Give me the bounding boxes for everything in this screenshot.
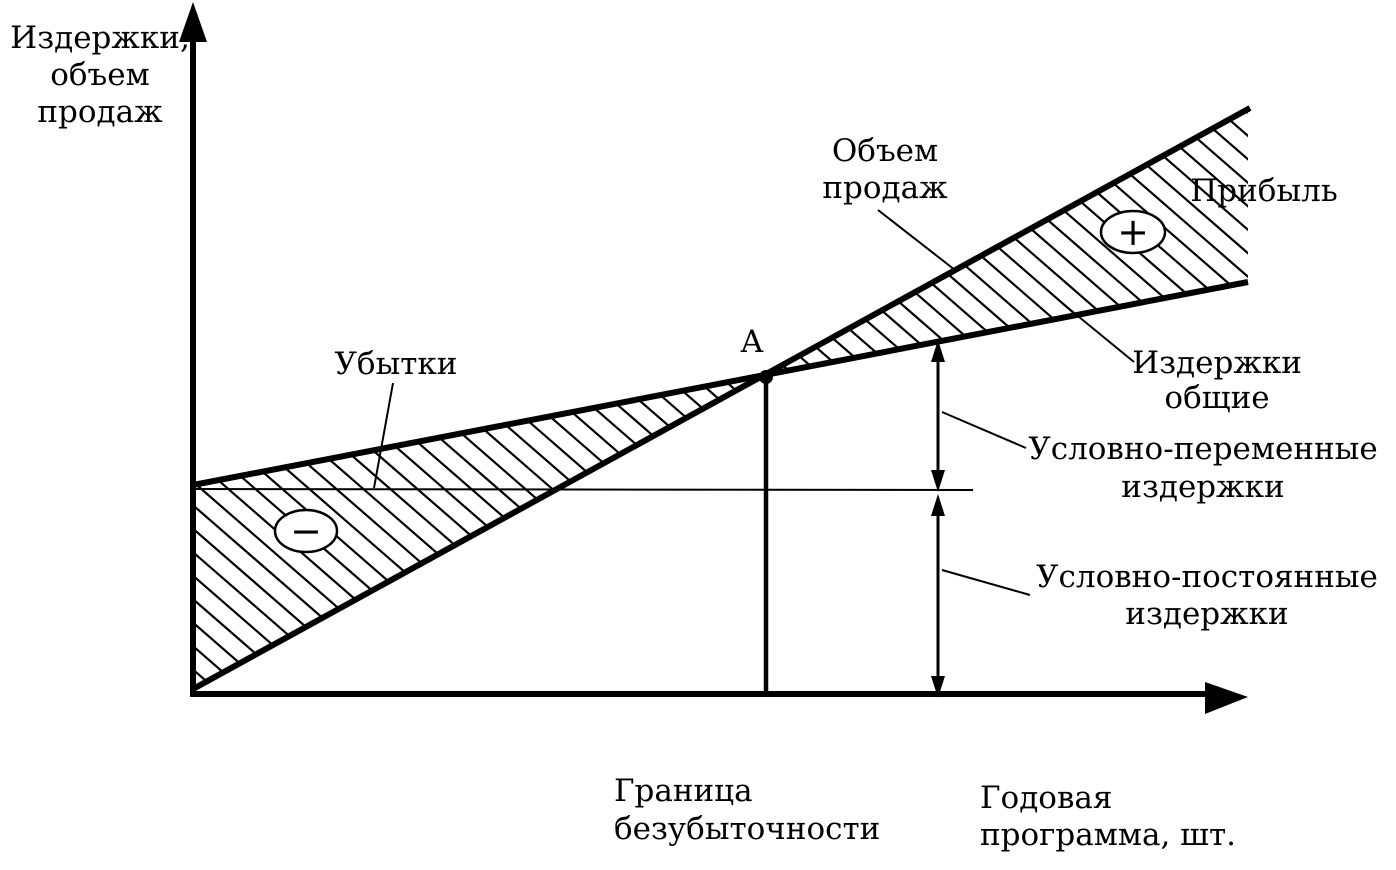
sales-leader	[877, 209, 956, 271]
hatch-line	[673, 376, 766, 688]
hatch-line	[457, 376, 766, 688]
loss-sign: −	[290, 509, 322, 553]
hatch-line	[1309, 95, 1396, 390]
breakeven-point	[759, 370, 773, 384]
hatch-line	[1336, 95, 1396, 390]
hatch-line	[295, 376, 688, 688]
hatch-line	[766, 107, 1001, 376]
hatch-line	[700, 376, 766, 688]
profit-label: Прибыль	[1190, 173, 1337, 209]
variable-costs-label-line-1: Условно-переменные	[1028, 431, 1377, 467]
hatch-line	[193, 376, 580, 688]
x-axis-arrow	[1205, 682, 1248, 714]
hatch-line	[349, 376, 742, 688]
breakeven-point-label: A	[740, 324, 764, 360]
loss-label: Убытки	[335, 346, 458, 382]
hatch-line	[322, 376, 715, 688]
hatch-line	[193, 376, 202, 688]
variable-costs-arrow-top	[931, 340, 945, 362]
total-costs-line	[192, 279, 1249, 488]
hatch-line	[592, 376, 766, 688]
hatch-line	[430, 376, 766, 688]
hatch-line	[646, 376, 766, 688]
profit-sign: +	[1117, 210, 1149, 254]
y-axis-arrow	[179, 2, 207, 42]
sales-line	[191, 105, 1252, 692]
y-axis-label-line-3: продаж	[37, 94, 163, 130]
total-costs-label-line-1: Издержки	[1132, 345, 1302, 381]
y-axis-label-line-2: объем	[50, 57, 150, 93]
variable-costs-leader	[941, 411, 1027, 449]
total-costs-label-line-2: общие	[1164, 380, 1269, 416]
hatch-line	[1363, 95, 1396, 390]
x-axis-label-line-1: Годовая	[980, 780, 1112, 816]
variable-costs-arrow-bottom	[931, 470, 945, 492]
hatch-line	[619, 376, 766, 688]
variable-costs-label-line-2: издержки	[1121, 469, 1284, 505]
hatch-line	[1173, 107, 1248, 376]
hatch-line	[193, 376, 418, 688]
y-axis-label-line-1: Издержки,	[10, 20, 190, 56]
loss-leader	[373, 382, 394, 489]
fixed-costs-line	[192, 488, 974, 491]
hatch-line	[193, 376, 283, 688]
profit-sign-badge	[1099, 209, 1167, 255]
fixed-costs-arrow-top	[931, 494, 945, 516]
breakeven-label-line-2: безубыточности	[614, 811, 880, 847]
hatch-line	[766, 107, 839, 376]
hatch-line	[193, 376, 256, 688]
breakeven-label-line-1: Граница	[614, 773, 753, 809]
hatch-line	[727, 376, 766, 688]
hatch-line	[766, 107, 920, 376]
fixed-costs-label-line-1: Условно-постоянные	[1036, 559, 1378, 595]
hatch-line	[193, 376, 553, 688]
sales-label-line-2: продаж	[822, 170, 948, 206]
hatch-line	[565, 376, 766, 688]
hatch-line	[1146, 107, 1248, 376]
sales-label-line-1: Объем	[832, 133, 938, 169]
hatch-line	[1390, 95, 1396, 390]
hatch-line	[193, 376, 310, 688]
x-axis-label-line-2: программа, шт.	[980, 817, 1236, 853]
hatch-line	[538, 376, 766, 688]
hatch-line	[484, 376, 766, 688]
hatch-line	[754, 376, 766, 688]
hatch-line	[766, 107, 785, 376]
hatch-line	[766, 107, 893, 376]
fixed-costs-leader	[941, 569, 1031, 596]
hatch-line	[944, 360, 1335, 700]
hatch-line	[193, 376, 445, 688]
hatch-line	[782, 360, 1173, 700]
fixed-costs-arrow-bottom	[931, 676, 945, 698]
loss-sign-badge	[273, 508, 339, 554]
hatch-line	[809, 360, 1200, 700]
fixed-costs-label-line-2: издержки	[1125, 596, 1288, 632]
hatch-line	[403, 376, 766, 688]
total-costs-leader	[1061, 302, 1135, 363]
hatch-line	[214, 376, 607, 688]
